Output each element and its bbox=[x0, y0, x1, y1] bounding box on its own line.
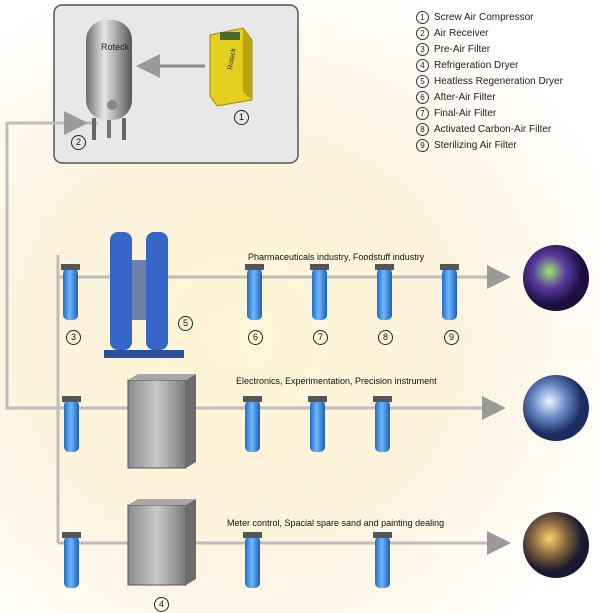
legend-number: 3 bbox=[416, 42, 429, 56]
pharma-application-image bbox=[523, 245, 589, 311]
compressor-logo: Roteck bbox=[227, 47, 238, 70]
legend-number: 7 bbox=[416, 106, 429, 120]
refrigeration-dryer-lower bbox=[127, 499, 196, 586]
badge-7: 7 bbox=[313, 330, 328, 345]
legend-item: 1 Screw Air Compressor bbox=[416, 10, 563, 26]
meter-control-line-label: Meter control, Spacial spare sand and pa… bbox=[227, 518, 445, 528]
legend-number: 8 bbox=[416, 122, 429, 136]
badge-8: 8 bbox=[378, 330, 393, 345]
legend-label: Activated Carbon-Air Filter bbox=[434, 124, 552, 135]
legend-item: 4 Refrigeration Dryer bbox=[416, 58, 563, 74]
electronics-application-image bbox=[523, 375, 589, 441]
screw-air-compressor bbox=[209, 27, 253, 107]
legend-label: Final-Air Filter bbox=[434, 108, 497, 119]
legend-item: 3 Pre-Air Filter bbox=[416, 42, 563, 58]
filter-units bbox=[63, 268, 457, 588]
air-receiver-tank bbox=[86, 20, 132, 140]
legend-item: 8 Activated Carbon-Air Filter bbox=[416, 122, 563, 138]
filter-heads bbox=[61, 264, 459, 538]
component-legend: 1 Screw Air Compressor 2 Air Receiver 3 Pre… bbox=[416, 10, 563, 154]
painting-application-image bbox=[523, 512, 589, 578]
legend-label: Screw Air Compressor bbox=[434, 12, 534, 23]
legend-number: 5 bbox=[416, 74, 429, 88]
legend-number: 2 bbox=[416, 26, 429, 40]
legend-item: 6 After-Air Filter bbox=[416, 90, 563, 106]
pharma-line-label: Pharmaceuticals industry, Foodstuff indu… bbox=[248, 252, 425, 262]
legend-item: 2 Air Receiver bbox=[416, 26, 563, 42]
badge-4: 4 bbox=[154, 597, 169, 612]
legend-label: Refrigeration Dryer bbox=[434, 60, 519, 71]
electronics-line-label: Electronics, Experimentation, Precision … bbox=[236, 376, 437, 386]
legend-number: 6 bbox=[416, 90, 429, 104]
legend-label: Pre-Air Filter bbox=[434, 44, 491, 55]
tank-logo: Roteck bbox=[101, 42, 130, 52]
legend-item: 7 Final-Air Filter bbox=[416, 106, 563, 122]
badge-9: 9 bbox=[444, 330, 459, 345]
badge-3: 3 bbox=[66, 330, 81, 345]
legend-number: 4 bbox=[416, 58, 429, 72]
legend-number: 9 bbox=[416, 138, 429, 152]
badge-5: 5 bbox=[178, 316, 193, 331]
legend-item: 9 Sterilizing Air Filter bbox=[416, 138, 563, 154]
badge-1: 1 bbox=[234, 110, 249, 125]
legend-number: 1 bbox=[416, 10, 429, 24]
legend-label: Air Receiver bbox=[434, 28, 489, 39]
heatless-regeneration-dryer bbox=[104, 232, 184, 358]
legend-label: Sterilizing Air Filter bbox=[434, 140, 517, 151]
legend-label: Heatless Regeneration Dryer bbox=[434, 76, 563, 87]
legend-item: 5 Heatless Regeneration Dryer bbox=[416, 74, 563, 90]
badge-2: 2 bbox=[71, 135, 86, 150]
legend-label: After-Air Filter bbox=[434, 92, 496, 103]
refrigeration-dryer-upper bbox=[127, 374, 196, 469]
badge-6: 6 bbox=[248, 330, 263, 345]
